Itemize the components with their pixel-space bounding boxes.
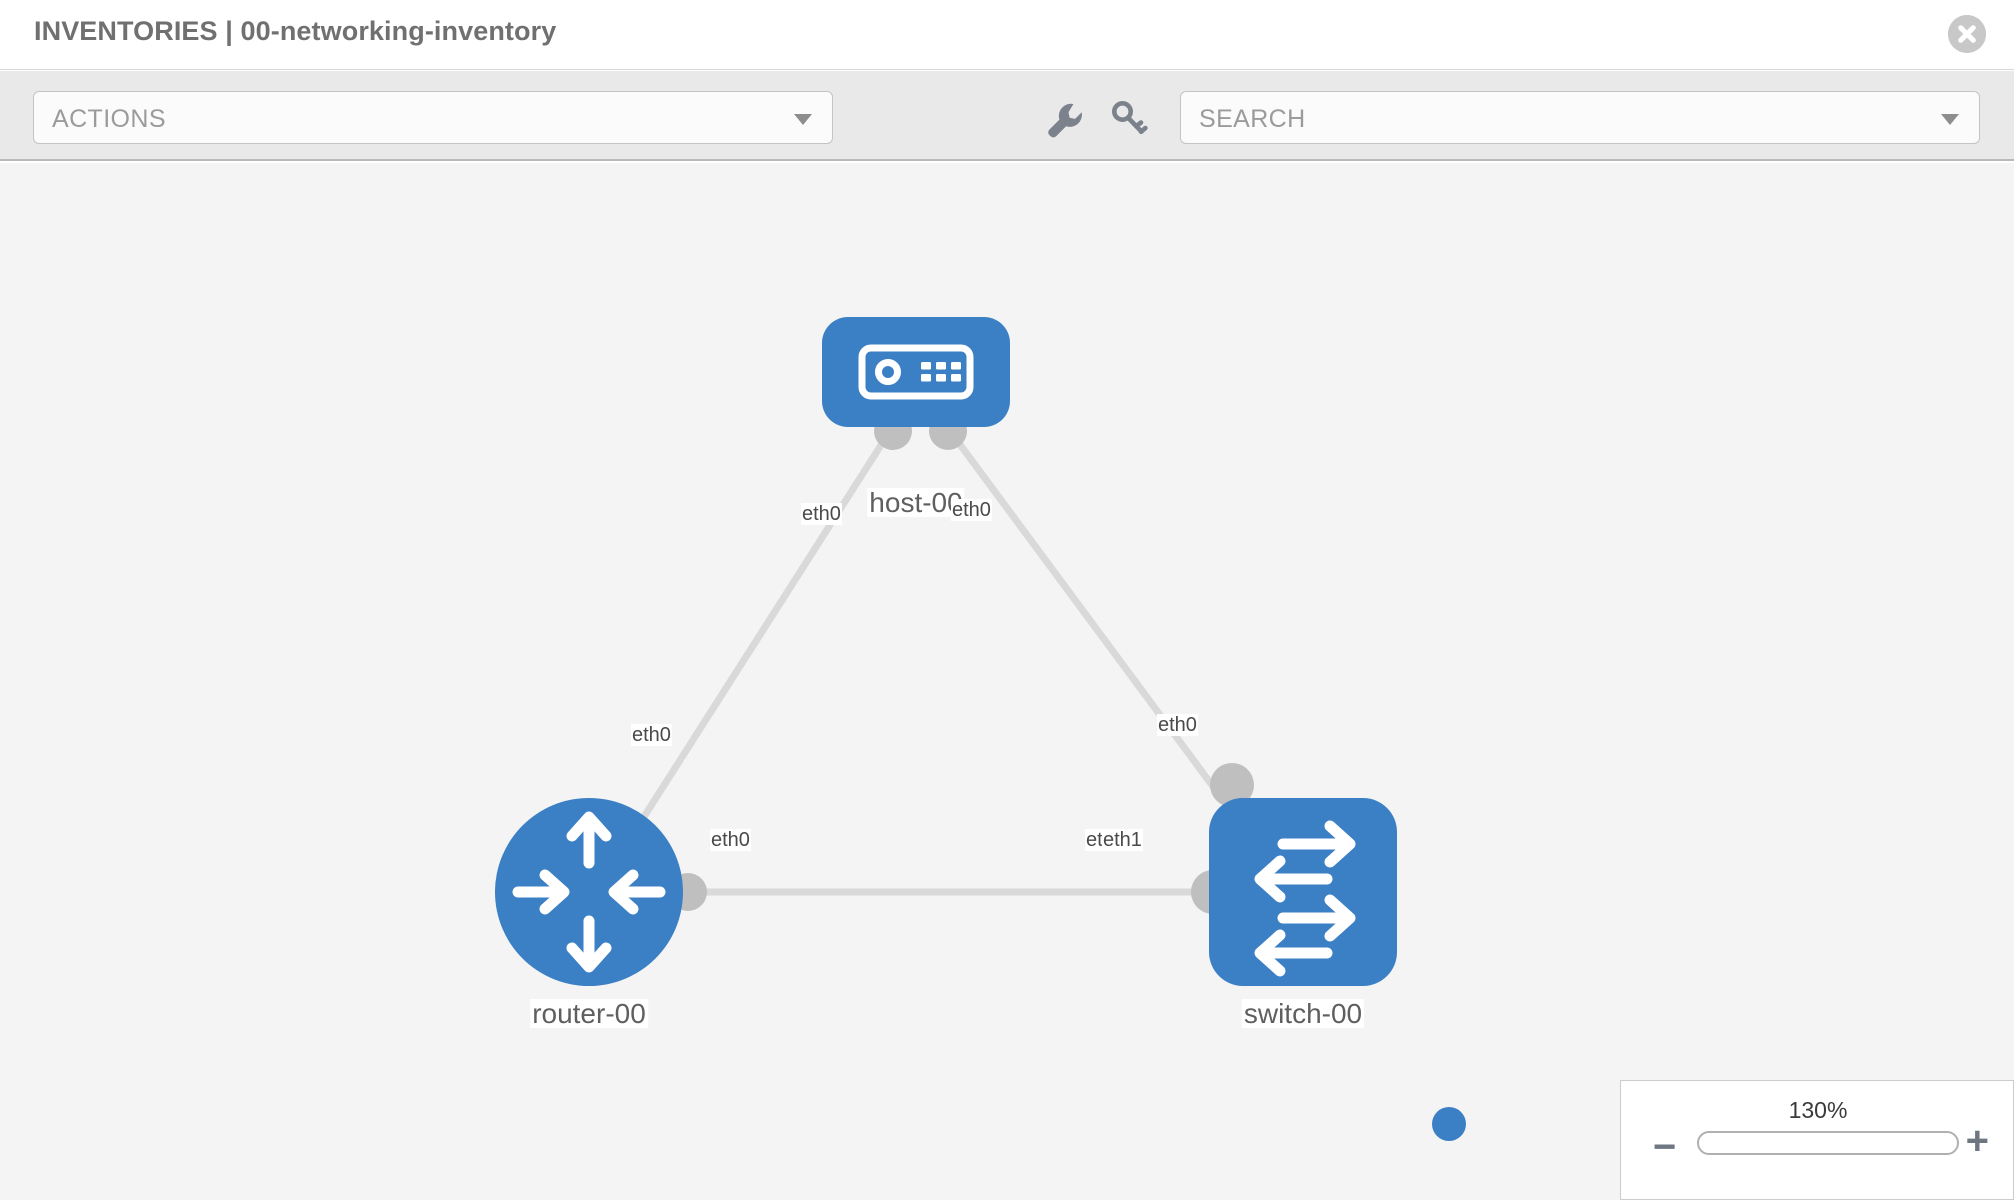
wrench-icon[interactable] <box>1040 95 1086 141</box>
iface-label-router-up: eth0 <box>631 724 672 746</box>
zoom-control-panel: 130% − + <box>1620 1080 2014 1200</box>
switch-icon <box>1254 820 1356 977</box>
zoom-level-value: 130% <box>1788 1097 1848 1123</box>
router-icon <box>512 811 666 973</box>
iface-label-switch-left-eth1: eth1 <box>1102 829 1143 851</box>
link-host-router <box>636 427 894 827</box>
actions-dropdown[interactable]: ACTIONS <box>33 91 833 144</box>
node-router-00[interactable] <box>495 798 683 986</box>
chevron-down-icon <box>794 114 812 125</box>
connector-switch-top <box>1210 763 1254 807</box>
link-host-switch <box>946 427 1244 827</box>
iface-label-host-right: eth0 <box>951 499 992 521</box>
iface-label-router-right: eth0 <box>710 829 751 851</box>
zoom-slider-thumb[interactable] <box>1432 1107 1466 1141</box>
chevron-down-icon[interactable] <box>1941 114 1959 125</box>
zoom-slider-track[interactable] <box>1697 1131 1959 1155</box>
search-placeholder: SEARCH <box>1199 105 1306 133</box>
topology-graph[interactable] <box>0 163 2014 1200</box>
toolbar: ACTIONS SEARCH <box>0 71 2014 161</box>
key-icon[interactable] <box>1105 95 1151 141</box>
link-layer <box>636 427 1244 896</box>
page-title: INVENTORIES | 00-networking-inventory <box>34 16 557 46</box>
node-host-00[interactable] <box>822 317 1010 427</box>
node-switch-00[interactable] <box>1209 798 1397 986</box>
iface-label-host-left: eth0 <box>801 503 842 525</box>
topology-canvas[interactable]: host-00 router-00 switch-00 eth0 eth0 et… <box>0 163 2014 1200</box>
server-icon <box>858 344 974 400</box>
zoom-in-button[interactable]: + <box>1965 1119 1989 1163</box>
search-input[interactable]: SEARCH <box>1180 91 1980 144</box>
node-label-router-00: router-00 <box>530 998 648 1029</box>
zoom-out-button[interactable]: − <box>1653 1125 1677 1169</box>
node-label-switch-00: switch-00 <box>1241 998 1365 1029</box>
close-icon[interactable] <box>1948 15 1986 53</box>
title-bar: INVENTORIES | 00-networking-inventory <box>0 0 2014 70</box>
iface-label-switch-up: eth0 <box>1157 714 1198 736</box>
node-label-host-00: host-00 <box>867 487 965 518</box>
actions-dropdown-label: ACTIONS <box>52 105 166 133</box>
